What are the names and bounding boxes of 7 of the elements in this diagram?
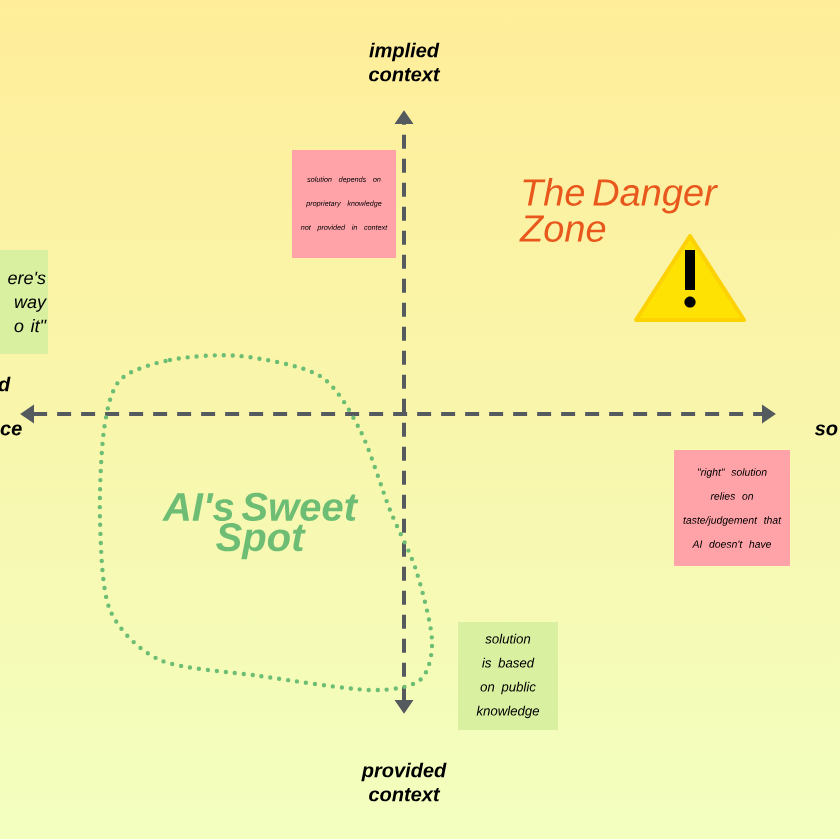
sticky-note: ere's way o it" xyxy=(0,250,48,354)
axis-label: so xyxy=(814,424,838,436)
axis-label: implied context xyxy=(369,42,441,82)
axis-label: ce xyxy=(0,424,22,436)
axis-label: provided context xyxy=(361,762,447,802)
zone-title: The Danger Zone xyxy=(519,178,718,242)
dotted-region: AI's Sweet Spot xyxy=(97,353,435,693)
